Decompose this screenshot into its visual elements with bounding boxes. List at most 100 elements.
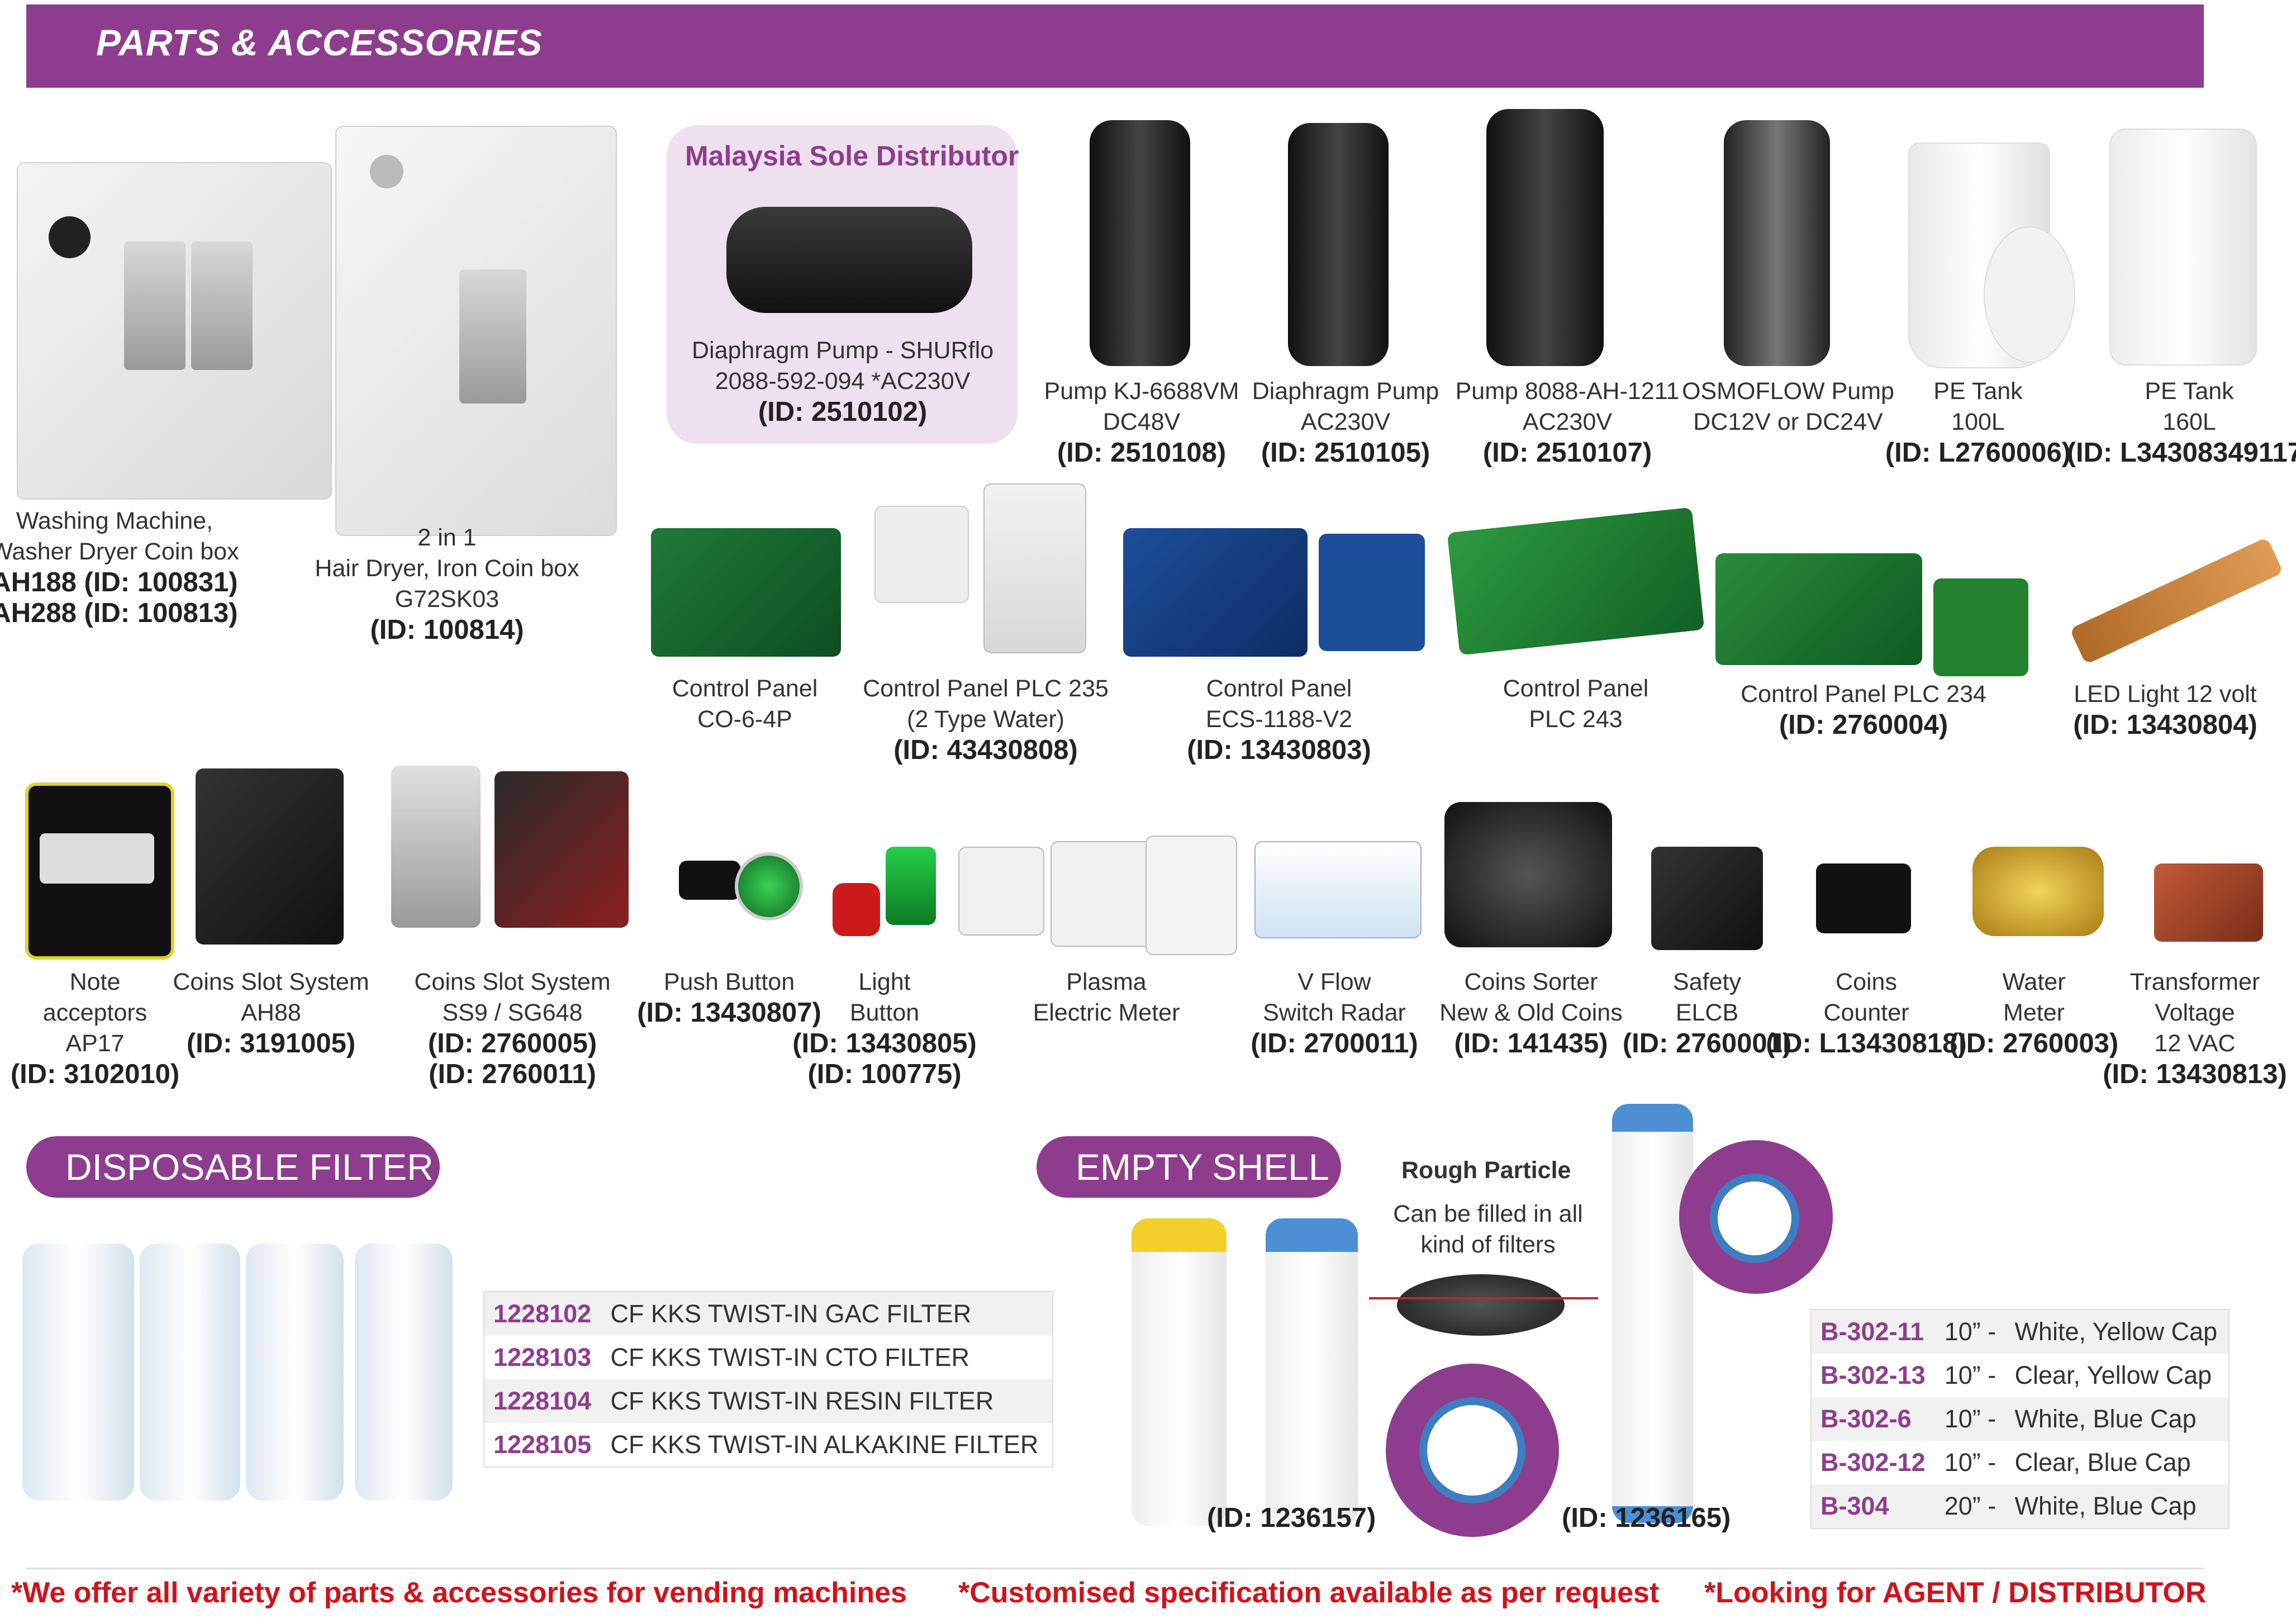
caption-control-panel-ecs1188: Control Panel ECS-1188-V2 (ID: 13430803) (1187, 673, 1371, 766)
product-id: (ID: 3191005) (186, 1028, 356, 1059)
product-id: (ID: 13430804) (2073, 710, 2257, 740)
caption-line: New & Old Coins (1439, 999, 1623, 1026)
caption-transformer: Transformer Voltage 12 VAC (ID: 13430813… (2103, 967, 2287, 1090)
caption-coins-counter: Coins Counter (ID: L13430818) (1766, 967, 1967, 1059)
caption-line: Note (69, 969, 121, 995)
caption-line: 12 VAC (2154, 1030, 2236, 1057)
pump-8088-image (1486, 109, 1604, 366)
caption-line: Push Button (663, 969, 795, 995)
shell-code: B-302-11 (1811, 1309, 1936, 1354)
caption-line: Pump KJ-6688VM (1044, 378, 1239, 405)
coin-sorter-image (1444, 802, 1612, 947)
push-button-cap-image (735, 852, 803, 920)
caption-line: ELCB (1675, 999, 1739, 1026)
caption-line: 2088-592-094 *AC230V (715, 368, 971, 395)
light-button-image (833, 883, 880, 936)
shell-size: 20” - (1935, 1484, 2006, 1529)
caption-coin-box-washer: Washing Machine, Washer Dryer Coin box A… (0, 506, 239, 629)
coins-counter-image (1816, 863, 1911, 933)
shell-20in-image (1612, 1104, 1693, 1523)
table-row: B-304 20” - White, Blue Cap (1811, 1484, 2229, 1529)
product-id: (ID: 13430813) (2103, 1059, 2287, 1089)
coin-slot-ah88-image (196, 768, 344, 945)
filter-code: 1228105 (484, 1423, 602, 1467)
pump-kj6688-image (1090, 120, 1190, 366)
empty-shell-heading: EMPTY SHELL (1037, 1136, 1341, 1198)
caption-line: acceptors (42, 999, 148, 1026)
caption-line: PE Tank (2145, 378, 2234, 405)
product-id: (ID: 13430805) (792, 1028, 977, 1059)
caption-line: 100L (1951, 409, 2005, 435)
caption-line: Control Panel (1206, 675, 1352, 702)
control-panel-plc235-board-image (983, 483, 1086, 653)
led-light-image (2069, 537, 2284, 665)
product-id: (ID: 3102010) (10, 1059, 180, 1089)
caption-line: SS9 / SG648 (442, 999, 583, 1026)
caption-line: OSMOFLOW Pump (1682, 378, 1894, 405)
caption-pump-8088: Pump 8088-AH-1211 AC230V (ID: 2510107) (1456, 376, 1680, 468)
rough-particle-image (1397, 1274, 1565, 1336)
caption-v-flow-radar: V Flow Switch Radar (ID: 2700011) (1251, 967, 1418, 1059)
caption-coin-box-hairdryer: 2 in 1 Hair Dryer, Iron Coin box G72SK03… (315, 523, 579, 646)
light-button-green-image (886, 847, 936, 925)
table-row: B-302-11 10” - White, Yellow Cap (1811, 1309, 2229, 1354)
caption-line: AP17 (65, 1030, 125, 1057)
caption-line: LED Light 12 volt (2074, 681, 2257, 708)
caption-line: Control Panel (1503, 675, 1649, 702)
shell-code: B-304 (1811, 1484, 1936, 1529)
caption-line: PE Tank (1933, 378, 2023, 405)
caption-pe-tank-160l: PE Tank 160L (ID: L34308349117) (2067, 376, 2296, 468)
shurflo-pump-image (726, 207, 972, 313)
caption-line: PLC 243 (1529, 706, 1623, 733)
caption-line: DC48V (1102, 409, 1181, 435)
product-id: (ID: 2760011) (429, 1059, 596, 1089)
caption-line: Coins Slot System (414, 969, 611, 995)
product-id: (ID: 2760001) (1622, 1028, 1792, 1059)
header-bar: PARTS & ACCESSORIES (26, 4, 2204, 88)
caption-diaphragm-pump: Diaphragm Pump AC230V (ID: 2510105) (1252, 376, 1439, 468)
distributor-title: Malaysia Sole Distributor (685, 140, 1019, 172)
table-row: 1228105 CF KKS TWIST-IN ALKAKINE FILTER (484, 1423, 1053, 1467)
shell-size: 10” - (1935, 1397, 2006, 1441)
caption-line: Hair Dryer, Iron Coin box (315, 555, 579, 582)
caption-line: Transformer (2129, 969, 2260, 995)
caption-line: Coins Slot System (173, 969, 369, 995)
control-panel-ecs1188-image (1123, 528, 1308, 657)
caption-osmoflow-pump: OSMOFLOW Pump DC12V or DC24V (1682, 376, 1894, 438)
product-id: (ID: 2760005) (427, 1028, 597, 1059)
shell-blue-cap-image (1266, 1218, 1358, 1526)
caption-light-button: Light Button (ID: 13430805) (ID: 100775) (792, 967, 977, 1090)
note-acceptor-image (25, 782, 174, 960)
pe-tank-160l-image (2109, 129, 2257, 366)
product-id: (ID: 141435) (1454, 1028, 1608, 1059)
rough-particle-caption: Can be filled in all kind of filters (1393, 1199, 1582, 1260)
caption-shurflo-pump: Diaphragm Pump - SHURflo 2088-592-094 *A… (692, 335, 993, 428)
caption-line: Counter (1823, 999, 1909, 1026)
caption-electric-meter: Plasma Electric Meter (1033, 967, 1180, 1028)
product-id: (ID: L13430818) (1766, 1028, 1967, 1059)
shell-desc: White, Blue Cap (2005, 1397, 2229, 1441)
product-id: AH288 (ID: 100813) (0, 598, 238, 628)
caption-line: Meter (2003, 999, 2065, 1026)
caption-coin-slot-ah88: Coins Slot System AH88 (ID: 3191005) (173, 967, 369, 1059)
caption-line: CO-6-4P (697, 706, 792, 733)
caption-line: AC230V (1522, 409, 1613, 435)
shell-20in-cap-image (1710, 1174, 1799, 1263)
shell-size: 10” - (1935, 1354, 2006, 1397)
caption-line: Control Panel PLC 235 (863, 675, 1109, 702)
caption-line: Plasma (1066, 969, 1147, 995)
caption-control-panel-co64p: Control Panel CO-6-4P (672, 673, 818, 735)
electric-meter-image (958, 847, 1044, 936)
caption-control-panel-plc234: Control Panel PLC 234 (ID: 2760004) (1741, 679, 1986, 741)
osmoflow-pump-image (1724, 120, 1830, 366)
caption-note-acceptor: Note acceptors AP17 (ID: 3102010) (11, 967, 179, 1090)
shell-size: 10” - (1935, 1309, 2006, 1354)
shell-code: B-302-13 (1811, 1354, 1936, 1397)
shell-cap-image (1419, 1397, 1525, 1503)
caption-line: Water (2002, 969, 2066, 995)
product-id: (ID: 100814) (370, 615, 524, 645)
shell-yellow-cap-image (1132, 1218, 1227, 1526)
footer-divider (26, 1568, 2204, 1569)
shell-code: B-302-12 (1811, 1441, 1936, 1484)
caption-line: Can be filled in all (1393, 1200, 1583, 1227)
